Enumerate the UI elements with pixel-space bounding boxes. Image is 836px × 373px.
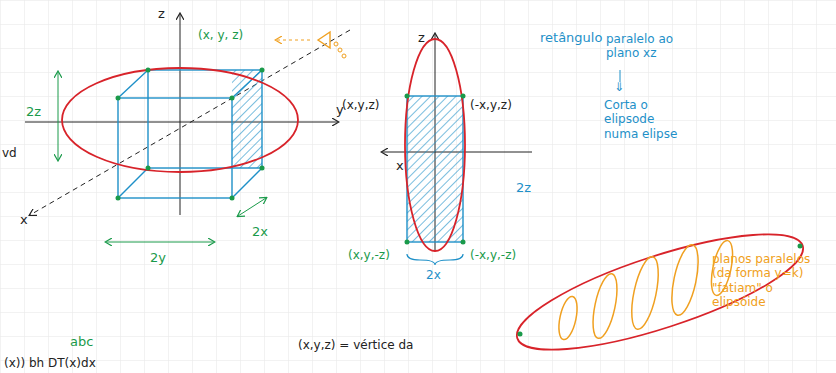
- dimension-label: 2y: [150, 250, 166, 266]
- formula-text: (x)) bh DT(x)dx: [4, 356, 96, 370]
- vertex-label: (x,y,z): [342, 98, 380, 112]
- cut-text: vd: [2, 146, 17, 160]
- note-text: retângulo: [540, 30, 602, 46]
- vertex-label: (-x,y,z): [470, 98, 512, 112]
- axis-label: x: [396, 158, 404, 174]
- note-text: planos paralelos (da forma y=k) "fatiam"…: [712, 252, 830, 310]
- point-label: (x, y, z): [198, 28, 243, 42]
- vertex-label: (x,y,-z): [348, 248, 390, 262]
- note-text: Corta o elipsode numa elipse: [604, 98, 680, 141]
- axis-label: z: [158, 6, 165, 22]
- axis-label: z: [418, 30, 425, 46]
- note-arrow: ⇓: [614, 80, 624, 94]
- dimension-label: 2z: [26, 104, 41, 120]
- dimension-label: 2x: [252, 224, 268, 240]
- axis-label: x: [20, 212, 28, 228]
- vertex-label: (-x,y,-z): [470, 248, 516, 262]
- note-text: paralelo ao plano xz: [606, 32, 702, 61]
- dimension-label: 2x: [426, 268, 441, 282]
- note-text: (x,y,z) = vértice da: [298, 338, 413, 352]
- note-text: abc: [70, 334, 93, 350]
- dimension-label: 2z: [516, 180, 531, 196]
